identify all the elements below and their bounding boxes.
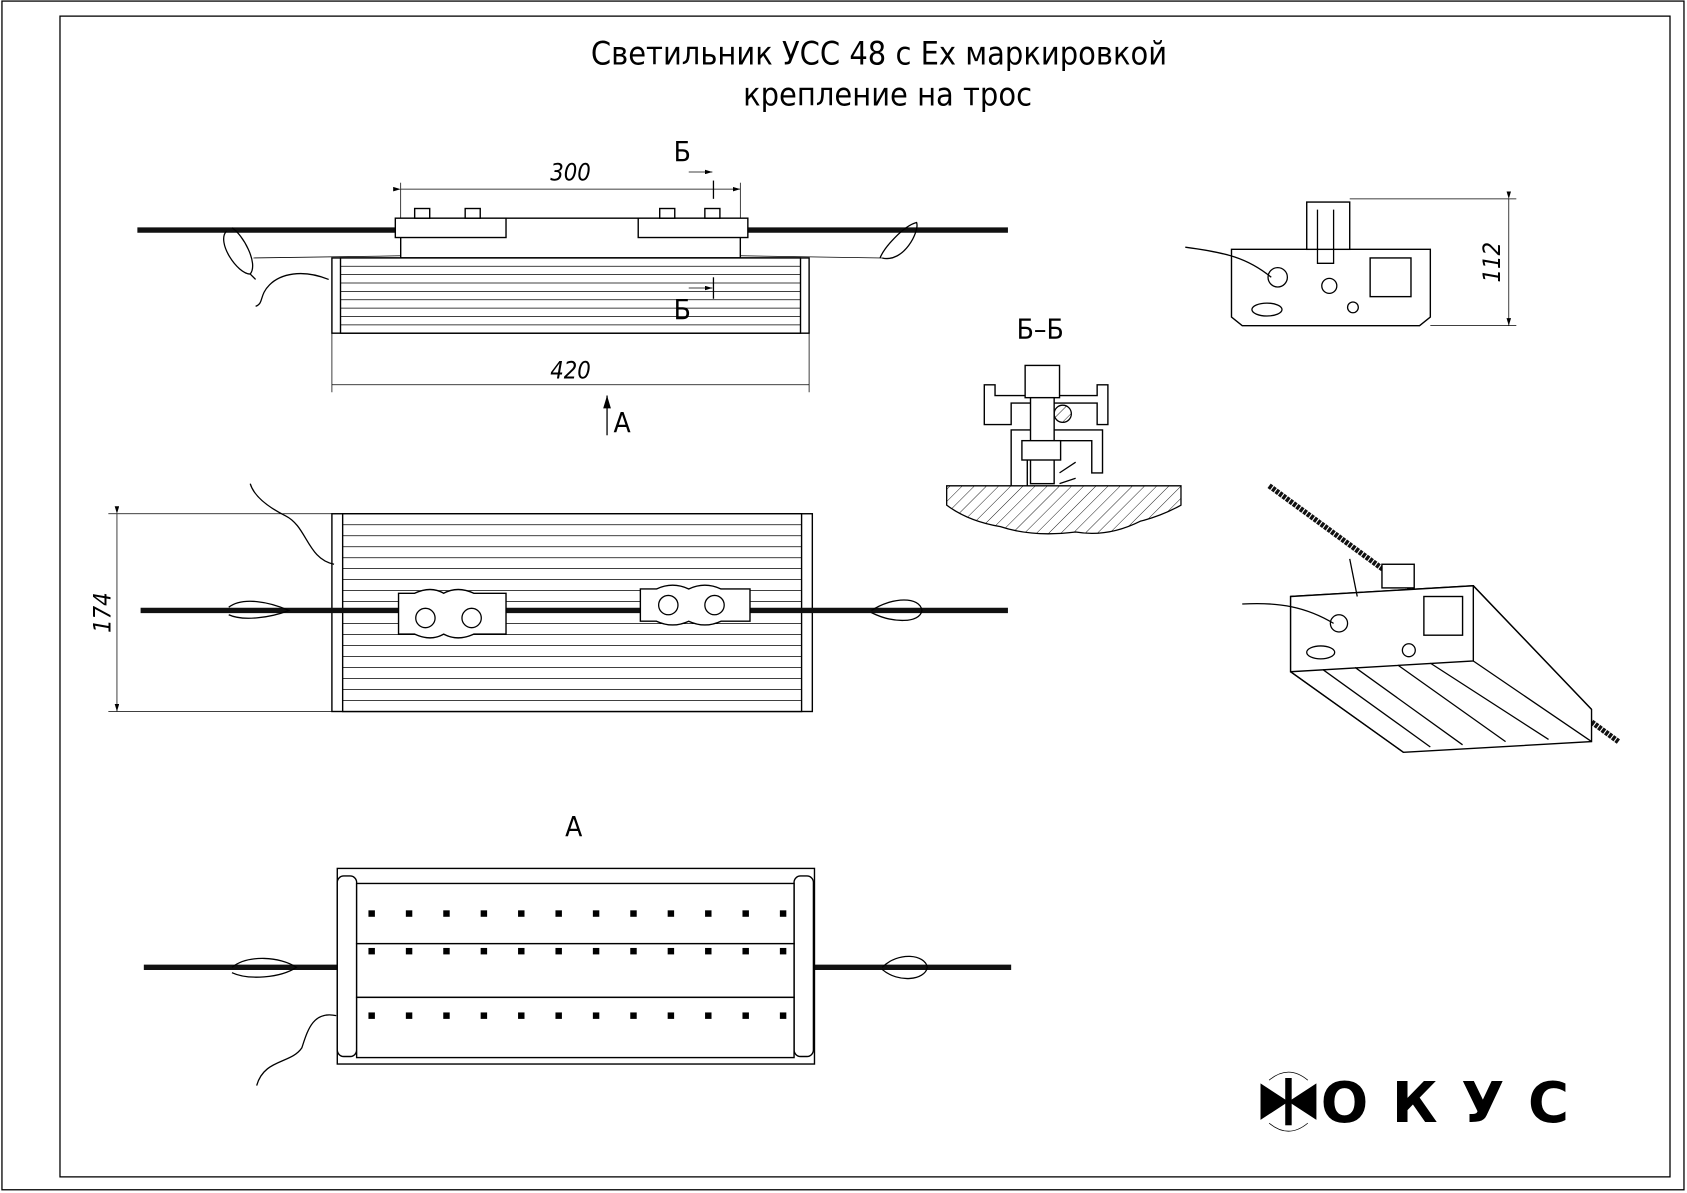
led-dot [592,947,600,955]
led-dot [518,910,525,917]
led-dot [443,1012,450,1019]
drawing-title-line1: Светильник УСС 48 с Ex маркировкой [591,34,1167,72]
logo-text: ОКУС [1321,1071,1574,1136]
led-dot [779,910,787,917]
led-dot [667,910,675,917]
view-a-title: А [565,810,582,843]
dimension-body-length: 420 [550,356,591,384]
led-dot [555,947,562,955]
led-dot [742,1012,749,1019]
led-dot [630,947,637,955]
led-dot [667,1012,675,1019]
section-mark-top: Б [674,135,691,168]
led-dot [443,910,450,917]
company-logo: ОКУС [1260,1071,1574,1136]
led-dot [555,910,562,917]
view-arrow-label: А [613,406,630,439]
led-dot [779,1012,787,1019]
inner-frame [59,15,1671,1178]
led-dot [480,910,488,917]
end-view: 112 [1185,191,1517,327]
led-dot [555,1012,562,1019]
led-dot [630,910,637,917]
side-view: 300 420 Б Б А [137,135,1008,439]
led-dot [705,947,712,955]
led-dot [630,1012,637,1019]
led-dot [405,1012,413,1019]
led-dot [368,947,375,955]
view-a: А [143,810,1012,1086]
led-dot [518,1012,525,1019]
led-dot [705,910,712,917]
led-dot [592,1012,600,1019]
led-dot [742,910,749,917]
led-dot [667,947,675,955]
led-dot [480,947,488,955]
dimension-clamp-spacing: 300 [550,159,591,187]
led-dot [405,947,413,955]
dimension-body-width: 174 [89,592,117,633]
led-dot [592,910,600,917]
section-title: Б–Б [1017,313,1064,346]
led-dot [405,910,413,917]
section-mark-bottom: Б [674,293,691,326]
section-b-b: Б–Б [946,313,1182,535]
led-dot [705,1012,712,1019]
plan-view: 174 [89,483,1008,713]
dimension-height: 112 [1478,242,1506,283]
drawing-title-line2: крепление на трос [743,75,1032,113]
isometric-view [1242,483,1621,754]
led-dot [779,947,787,955]
led-dot [368,910,375,917]
led-dot [742,947,749,955]
led-dot [518,947,525,955]
led-dot [443,947,450,955]
led-dot [368,1012,375,1019]
led-dot [480,1012,488,1019]
